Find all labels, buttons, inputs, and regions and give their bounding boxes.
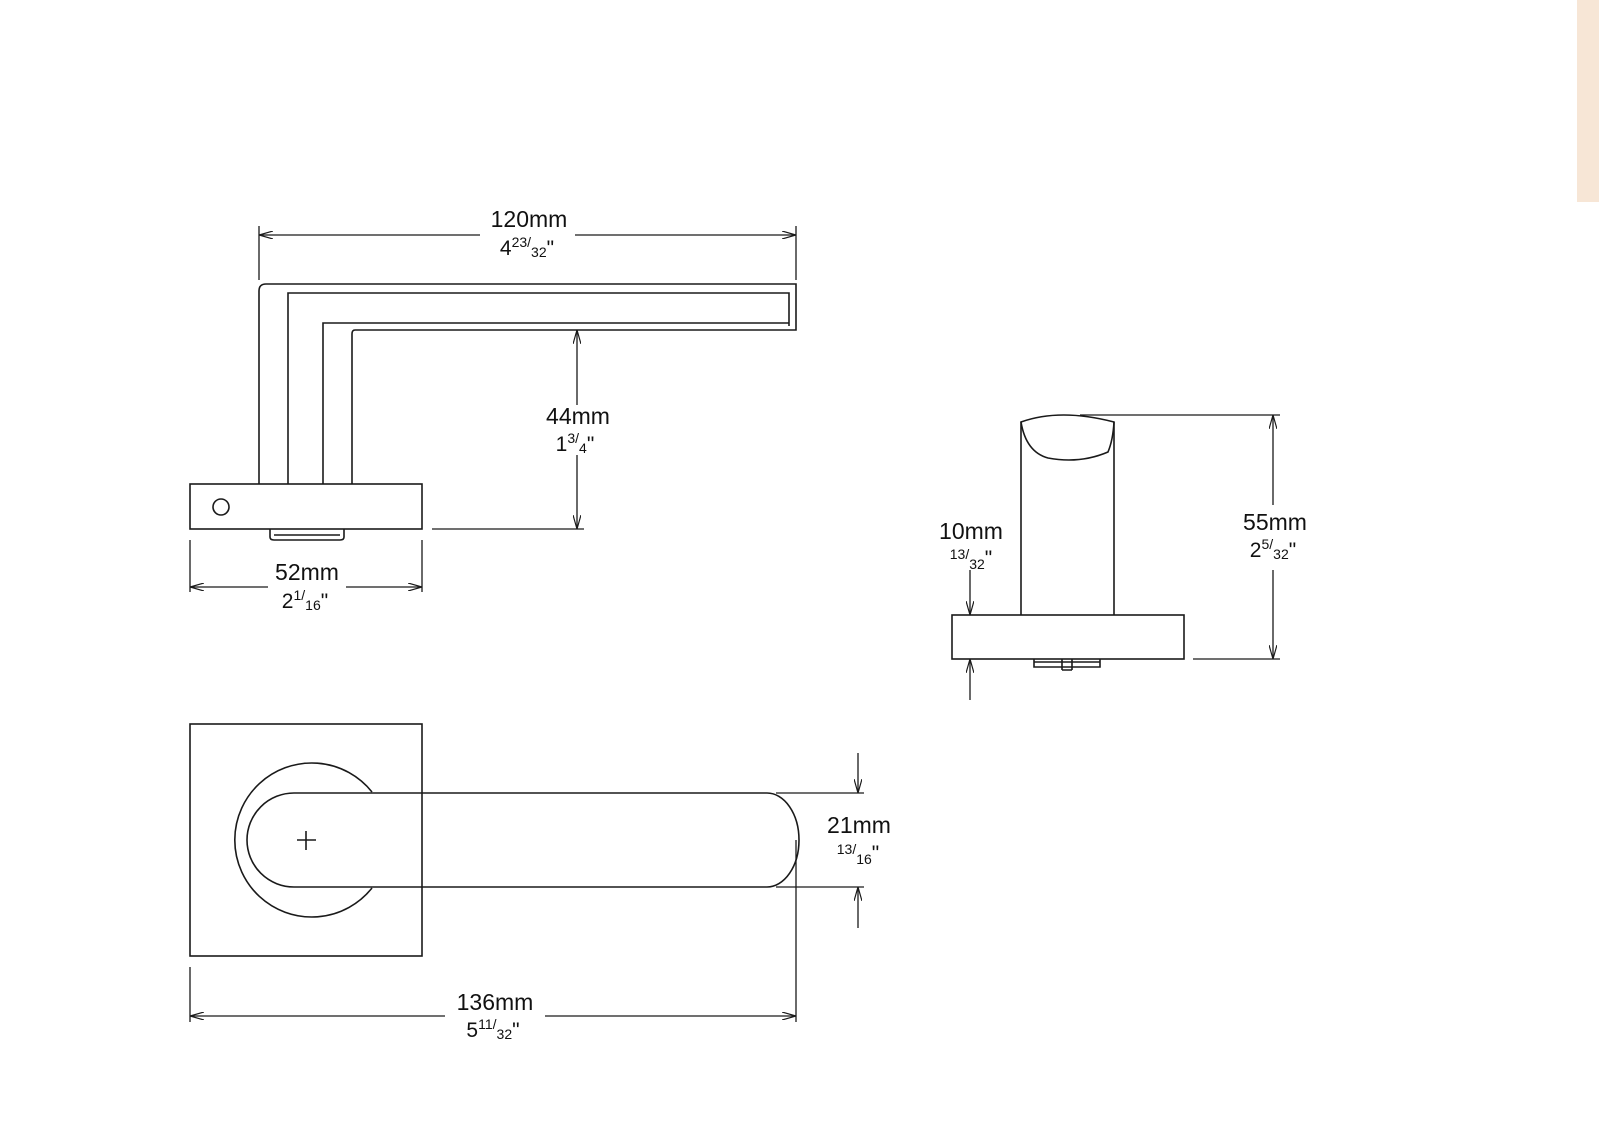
plan-view: 21mm 13/16" 136mm 511/32": [189, 723, 891, 1042]
dim-136-mm: 136mm: [457, 989, 534, 1015]
dim-52-mm: 52mm: [275, 559, 339, 585]
lever-outline: [258, 283, 797, 484]
shaft-cap-curve: [1020, 421, 1115, 461]
spindle-base: [269, 529, 345, 541]
fixing-hole: [212, 498, 230, 516]
dim-120-in: 423/32": [500, 234, 554, 260]
shaft: [1020, 414, 1115, 615]
lever-grip: [246, 792, 800, 888]
end-view: 55mm 25/32" 10mm 13/32": [939, 414, 1307, 700]
lever-contour-2: [322, 322, 789, 484]
rose-plate-end: [951, 614, 1185, 660]
dim-55-in: 25/32": [1250, 536, 1296, 562]
rose-plate: [189, 483, 423, 530]
dim-52-in: 21/16": [282, 587, 328, 613]
dim-44-mm: 44mm: [546, 403, 610, 429]
dim-44-in: 13/4": [556, 430, 595, 456]
corner-accent-tab: [1577, 0, 1599, 202]
square-rose: [189, 723, 423, 957]
dim-55-mm: 55mm: [1243, 509, 1307, 535]
dim-21-in: 13/16": [837, 841, 880, 867]
boss-circle: [233, 762, 373, 918]
side-view: 120mm 423/32" 44mm 13/4" 52mm 21/16": [189, 206, 797, 613]
screw-end: [1033, 659, 1101, 671]
lever-contour-1: [287, 292, 790, 484]
dim-21-mm: 21mm: [827, 812, 891, 838]
dim-136-in: 511/32": [466, 1016, 519, 1042]
dim-120-mm: 120mm: [491, 206, 568, 232]
dim-10-in: 13/32": [950, 546, 993, 572]
dim-10-mm: 10mm: [939, 518, 1003, 544]
